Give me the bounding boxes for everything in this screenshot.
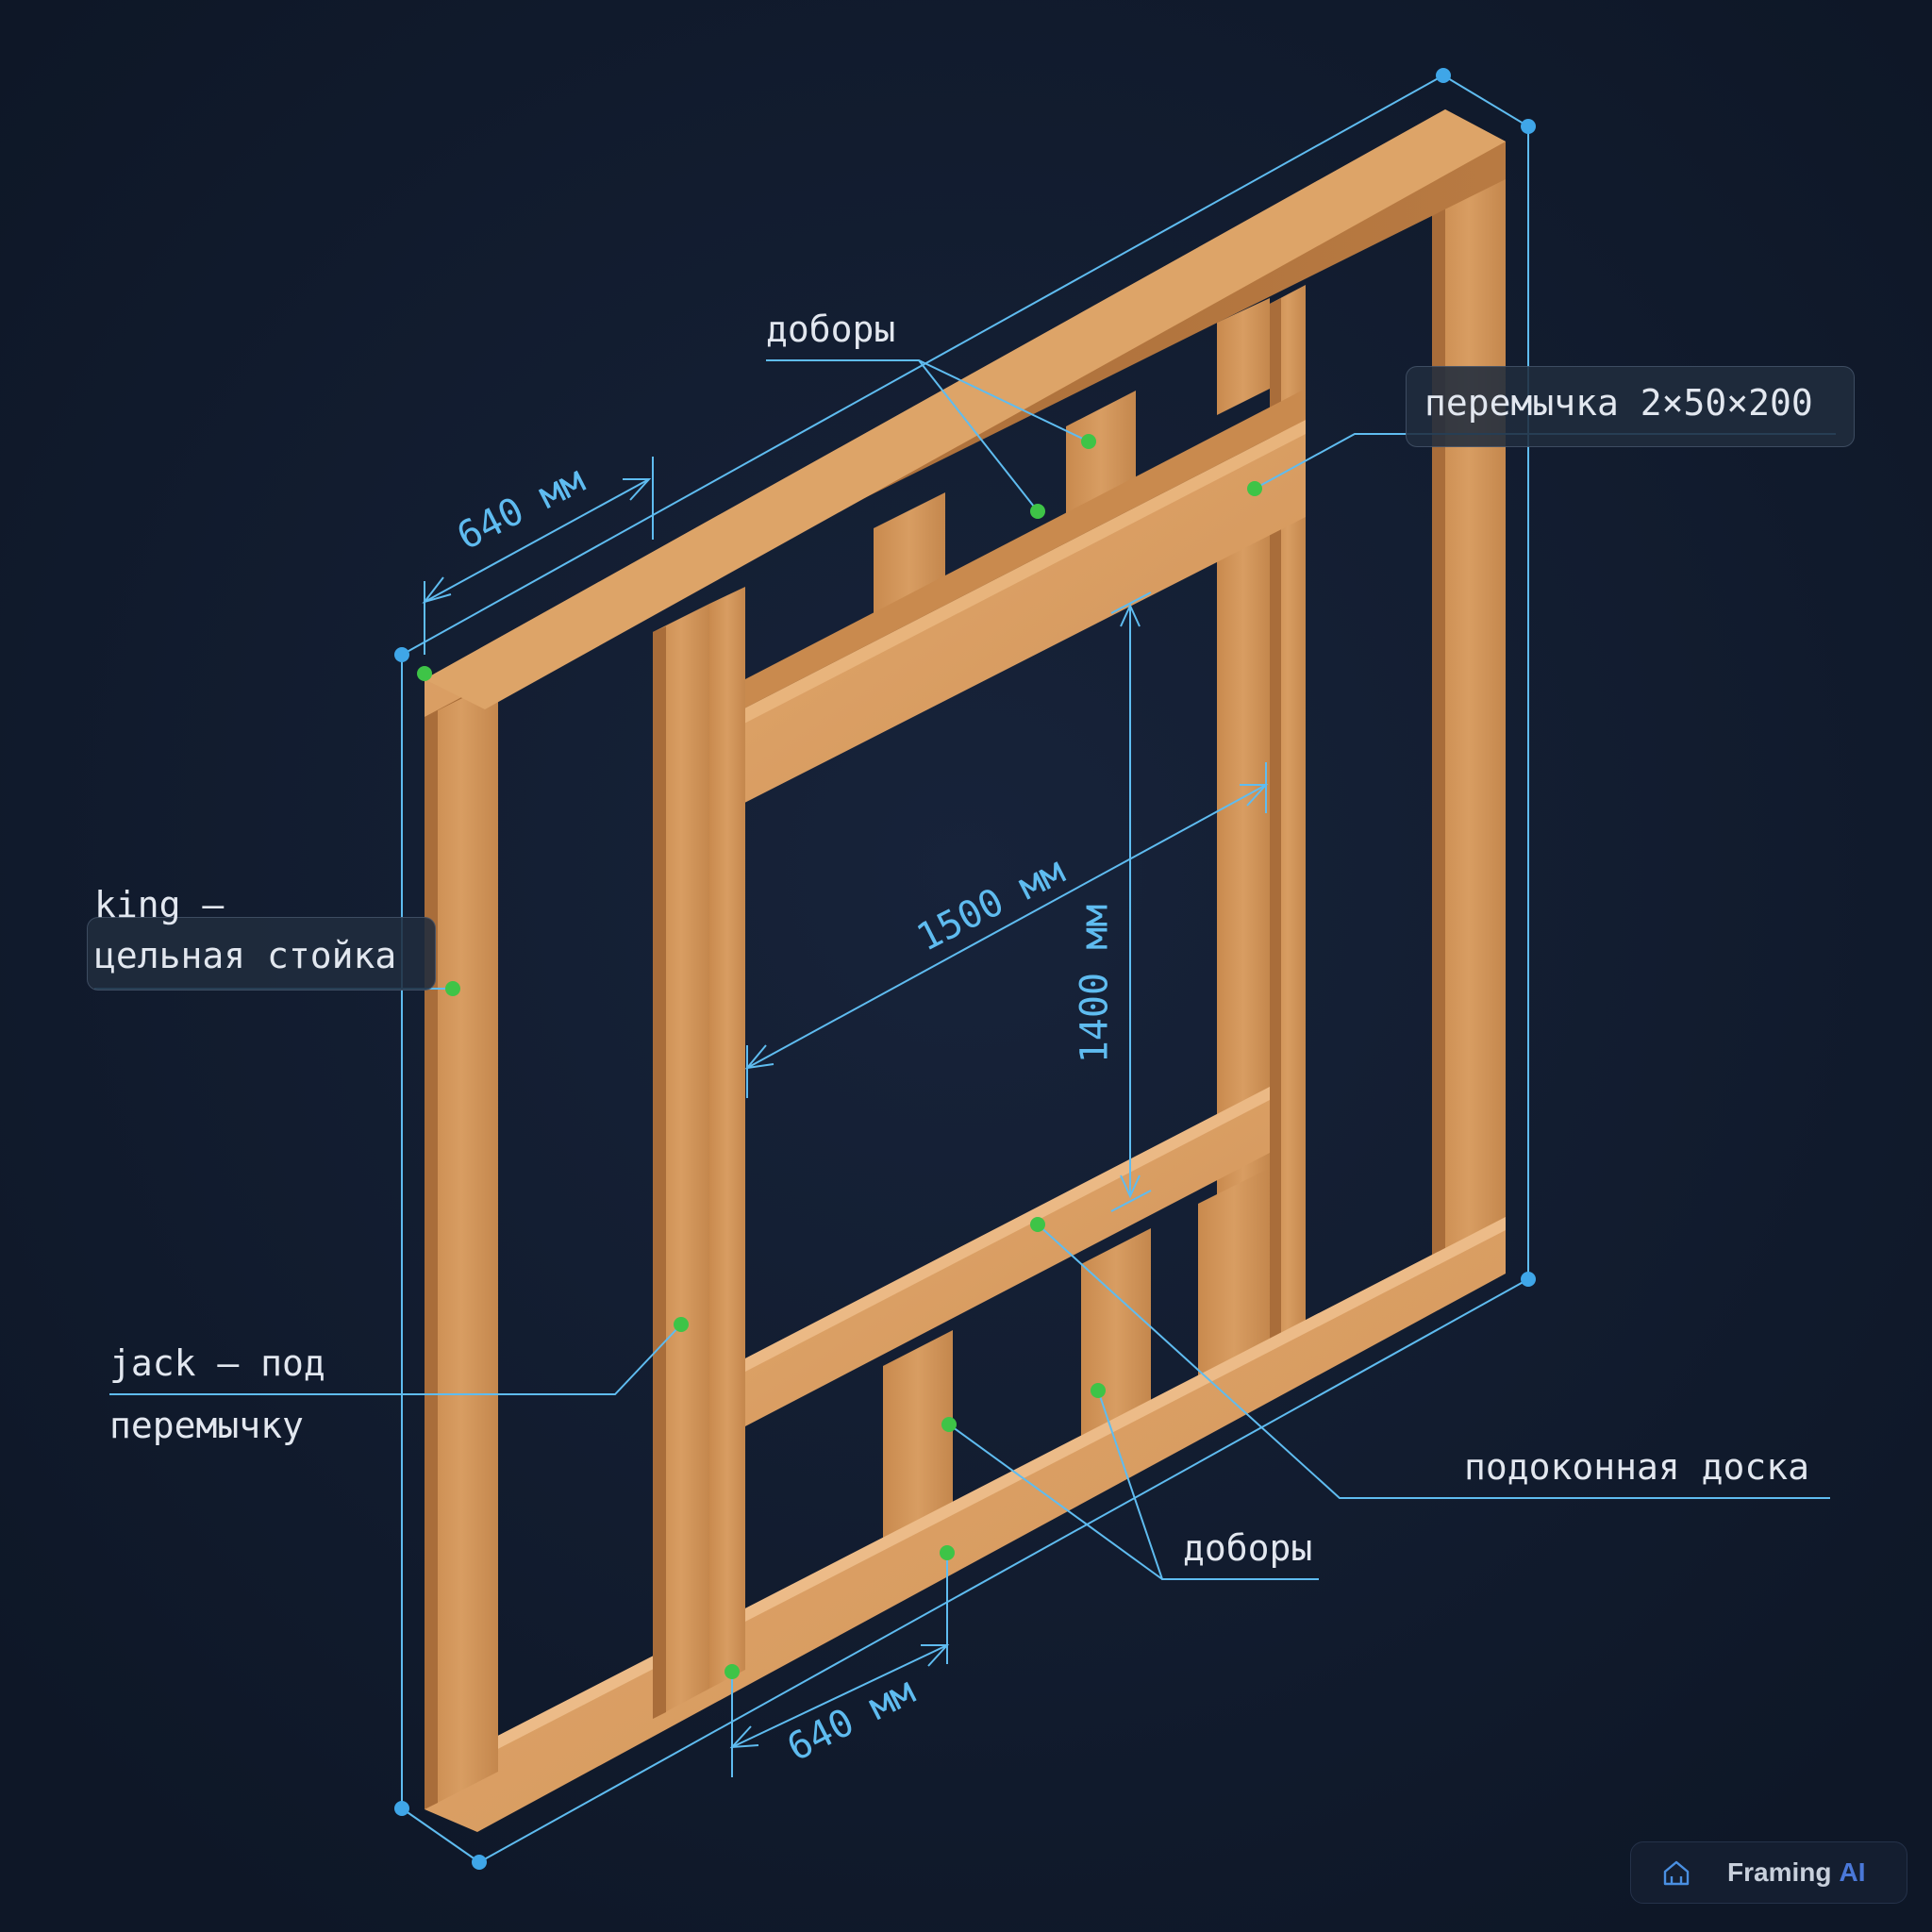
marker-sill (1030, 1217, 1045, 1232)
label-jack-line2: перемычку (109, 1405, 304, 1446)
top-spacing-line (424, 478, 650, 603)
brand-name: Framing (1727, 1857, 1832, 1887)
sill-board (745, 1087, 1270, 1426)
marker-jack (674, 1317, 689, 1332)
brand-badge: Framing AI (1630, 1841, 1907, 1904)
label-sill: подоконная доска (1464, 1446, 1810, 1488)
jack-stud-left (709, 587, 745, 1689)
end-stud-left (425, 641, 498, 1809)
cripple-top-3 (1217, 298, 1270, 415)
marker-header (1247, 481, 1262, 496)
label-king-box (87, 917, 436, 991)
markers (417, 434, 1262, 1679)
leader-jack (109, 1324, 682, 1395)
marker-king (445, 981, 460, 996)
dimension-lines (401, 75, 1529, 1863)
label-header: перемычка 2×50×200 (1424, 382, 1813, 424)
marker-top-plate (417, 666, 432, 681)
cripple-top-2 (1066, 391, 1136, 515)
label-blocking-top: доборы (766, 308, 896, 350)
opening-width-line (746, 784, 1267, 1069)
wood-frame (425, 109, 1506, 1832)
dim-opening-height: 1400 мм (1073, 904, 1117, 1064)
king-stud-left (653, 604, 709, 1719)
label-header-box (1406, 366, 1855, 447)
marker-blocking-bottom-3 (940, 1545, 955, 1560)
label-king-line2: цельная стойка (94, 935, 397, 976)
brand-suffix: AI (1839, 1857, 1866, 1887)
marker-blocking-bottom-2 (941, 1417, 957, 1432)
corner-dots (394, 68, 1536, 1870)
marker-blocking-top-1 (1081, 434, 1096, 449)
marker-blocking-top-2 (1030, 504, 1045, 519)
house-icon (1663, 1860, 1690, 1886)
header-board (709, 420, 1306, 821)
label-jack-line1: jack — под (109, 1342, 325, 1384)
label-blocking-bottom: доборы (1183, 1527, 1313, 1569)
bottom-spacing-line (731, 1644, 948, 1748)
leader-sill (1037, 1224, 1830, 1499)
marker-blocking-bottom-1 (1091, 1383, 1106, 1398)
label-king-line1: king — (94, 884, 225, 925)
bottom-extension (478, 1278, 1529, 1863)
marker-bottom-plate (724, 1664, 740, 1679)
